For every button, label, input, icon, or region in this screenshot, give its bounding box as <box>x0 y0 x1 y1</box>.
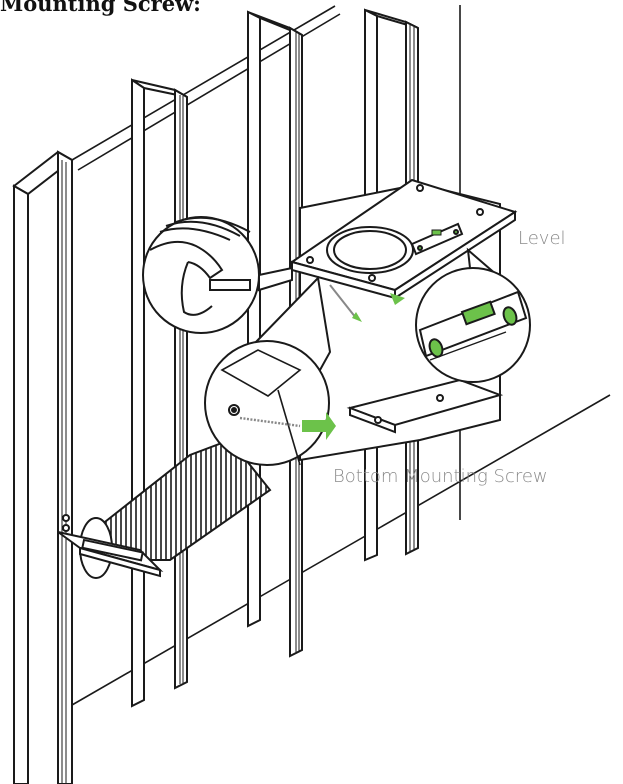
hands-inset <box>142 216 293 334</box>
bottom-bracket <box>57 514 164 578</box>
left-stud <box>12 150 74 784</box>
bottom-mounting-screw-callout: Bottom Mounting Screw <box>333 466 548 487</box>
diagram-title: Mounting Screw: <box>0 0 201 16</box>
duct-box <box>289 178 518 462</box>
screw-inset <box>204 275 336 466</box>
upper-screw-arrows <box>329 284 405 322</box>
level-inset <box>415 247 531 383</box>
level-callout: Level <box>518 228 566 249</box>
middle-stud <box>131 78 188 708</box>
